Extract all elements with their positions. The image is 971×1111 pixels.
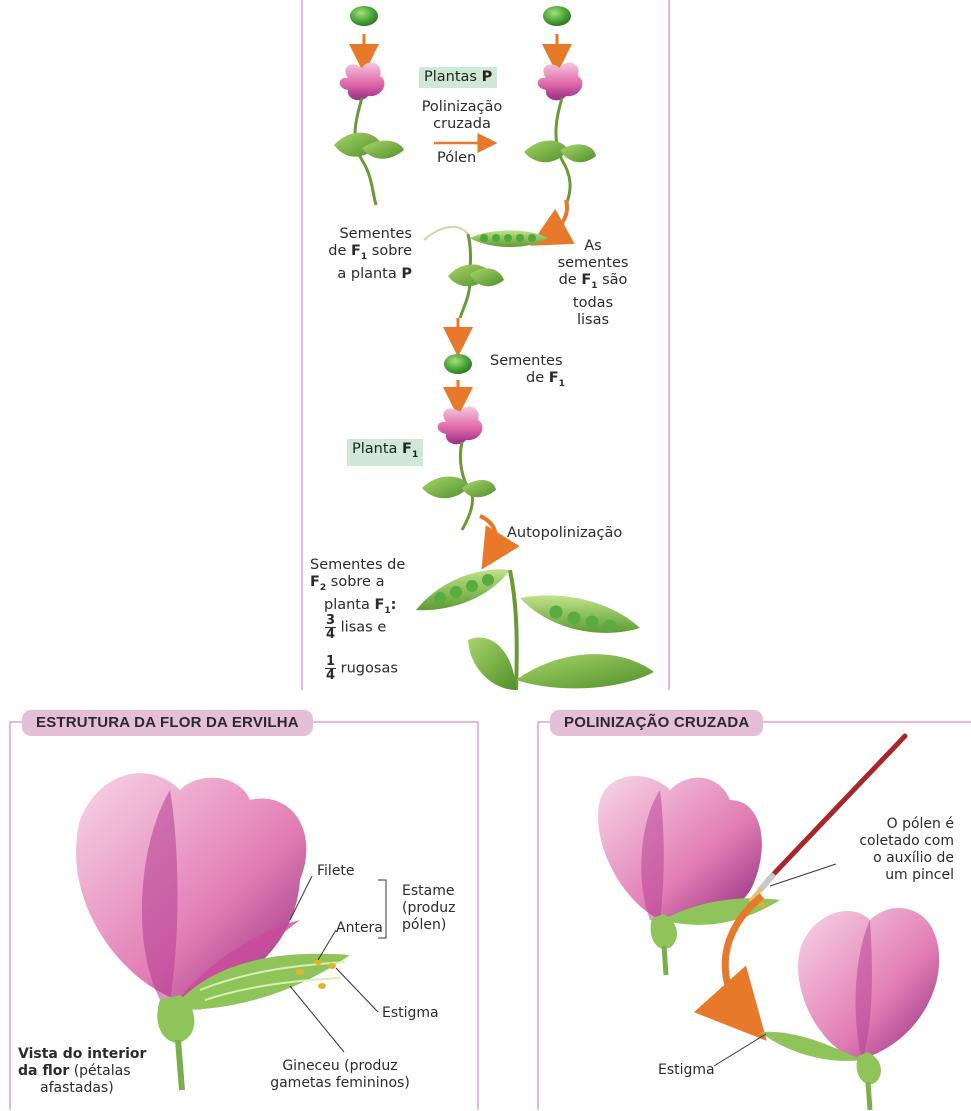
seeds-f2-line2: F2 sobre a — [310, 574, 430, 597]
plants-p-bold: P — [482, 69, 493, 85]
gineceu-label: Gineceu (produz gametas femininos) — [262, 1058, 418, 1092]
seeds-f1-de: de — [526, 370, 544, 386]
seed-f1 — [444, 354, 472, 374]
seeds-f1-p-aplanta: a planta — [337, 266, 396, 282]
seeds-f1-p-line1: Sementes — [300, 226, 412, 243]
seeds-f2-planta: planta — [324, 597, 370, 613]
plant-p-with-pods — [424, 227, 548, 318]
ratio-smooth-text: lisas e — [341, 620, 387, 636]
seeds-f1-label: Sementes de F1 — [490, 353, 600, 393]
smooth-sao: são — [602, 272, 627, 288]
smooth-line3: de F1 são — [538, 272, 648, 295]
vista-line1: Vista do interior — [18, 1046, 178, 1063]
cross-pollination-label: Polinização cruzada — [402, 99, 522, 133]
seeds-f2-sobrea: sobre a — [331, 574, 385, 590]
smooth-line2: sementes — [538, 255, 648, 272]
smooth-sub: 1 — [591, 281, 597, 291]
vista-bold2: da flor — [18, 1063, 69, 1079]
estame-label: Estame (produz pólen) — [402, 883, 482, 934]
pollen-brush-note: O pólen é coletado com o auxílio de um p… — [826, 816, 954, 884]
seed-p-left — [350, 6, 378, 26]
seeds-f1-p-f: F — [351, 243, 361, 259]
smooth-line1: As — [538, 238, 648, 255]
estigma-label-left: Estigma — [382, 1005, 439, 1022]
gineceu-line2: gametas femininos) — [262, 1075, 418, 1092]
seeds-f2-line1: Sementes de — [310, 557, 430, 574]
plants-p-label: Plantas — [424, 69, 477, 85]
seeds-f1-sub: 1 — [559, 379, 565, 389]
seeds-f1-p-de: de — [328, 243, 346, 259]
ratio-wrinkled-num: 1 — [325, 655, 336, 669]
vista-line3: afastadas) — [18, 1080, 178, 1097]
cross-pollination-line2: cruzada — [402, 116, 522, 133]
smooth-f: F — [581, 272, 591, 288]
flower-donor — [598, 776, 780, 975]
vista-rest2: (pétalas — [74, 1063, 131, 1079]
seeds-f1-f: F — [549, 370, 559, 386]
antera-label: Antera — [336, 920, 383, 937]
seeds-f1-line1: Sementes — [490, 353, 600, 370]
right-panel-title: POLINIZAÇÃO CRUZADA — [550, 710, 763, 736]
flower-receiver — [760, 908, 939, 1110]
vista-line2: da flor (pétalas — [18, 1063, 178, 1080]
seeds-f2-f: F — [310, 574, 320, 590]
pollen-label: Pólen — [437, 150, 476, 167]
pollen-note-line4: um pincel — [826, 867, 954, 884]
plant-p-right — [524, 6, 596, 205]
cross-pollination-line1: Polinização — [402, 99, 522, 116]
f1-seeds-all-smooth: As sementes de F1 são todas lisas — [538, 238, 648, 329]
self-pollination-arrow — [480, 516, 496, 556]
left-panel-title: ESTRUTURA DA FLOR DA ERVILHA — [22, 710, 313, 736]
large-flower-structure — [76, 773, 350, 1090]
seeds-f1-p-line2: de F1 sobre — [300, 243, 412, 266]
estame-line3: pólen) — [402, 917, 482, 934]
plant-p-left — [334, 6, 404, 205]
estame-line2: (produz — [402, 900, 482, 917]
smooth-line5: lisas — [538, 312, 648, 329]
seeds-f1-p-p: P — [401, 266, 412, 282]
seeds-f2-label: Sementes de F2 sobre a planta F1: — [310, 557, 430, 620]
smooth-line4: todas — [538, 295, 648, 312]
smooth-de: de — [559, 272, 577, 288]
plant-f1-sub: 1 — [412, 450, 418, 460]
gineceu-line1: Gineceu (produz — [262, 1058, 418, 1075]
seed-p-right — [543, 6, 571, 26]
plants-p-tag: Plantas P — [419, 67, 497, 88]
ratio-wrinkled-text: rugosas — [341, 661, 398, 677]
seeds-f2-colon: : — [391, 597, 397, 613]
curve-arrow-to-pod — [544, 200, 567, 238]
seeds-f1-line2: de F1 — [490, 370, 600, 393]
pollen-note-line1: O pólen é — [826, 816, 954, 833]
seeds-f2-sub: 2 — [320, 583, 326, 593]
interior-view-caption: Vista do interior da flor (pétalas afast… — [18, 1046, 178, 1097]
plant-f2 — [416, 569, 654, 690]
seeds-f2-f1: F — [375, 597, 385, 613]
plant-f1-tag: Planta F1 — [347, 439, 423, 466]
pollen-note-line2: coletado com — [826, 833, 954, 850]
plant-f1 — [422, 406, 496, 530]
plant-f1-label: Planta — [352, 441, 397, 457]
filete-label: Filete — [317, 863, 355, 880]
seeds-f1-on-plant-p: Sementes de F1 sobre a planta P — [300, 226, 412, 283]
estame-line1: Estame — [402, 883, 482, 900]
seeds-f1-p-sub: 1 — [361, 252, 367, 262]
ratio-smooth-den: 4 — [325, 628, 336, 641]
plant-f1-bold: F — [402, 441, 412, 457]
seeds-f1-p-sobre: sobre — [372, 243, 412, 259]
seeds-f1-p-line3: a planta P — [300, 266, 412, 283]
self-pollination-label: Autopolinização — [507, 525, 622, 542]
estigma-label-right: Estigma — [658, 1062, 715, 1079]
ratio-wrinkled-den: 4 — [325, 669, 336, 682]
pollen-note-line3: o auxílio de — [826, 850, 954, 867]
ratio-smooth-num: 3 — [325, 614, 336, 628]
